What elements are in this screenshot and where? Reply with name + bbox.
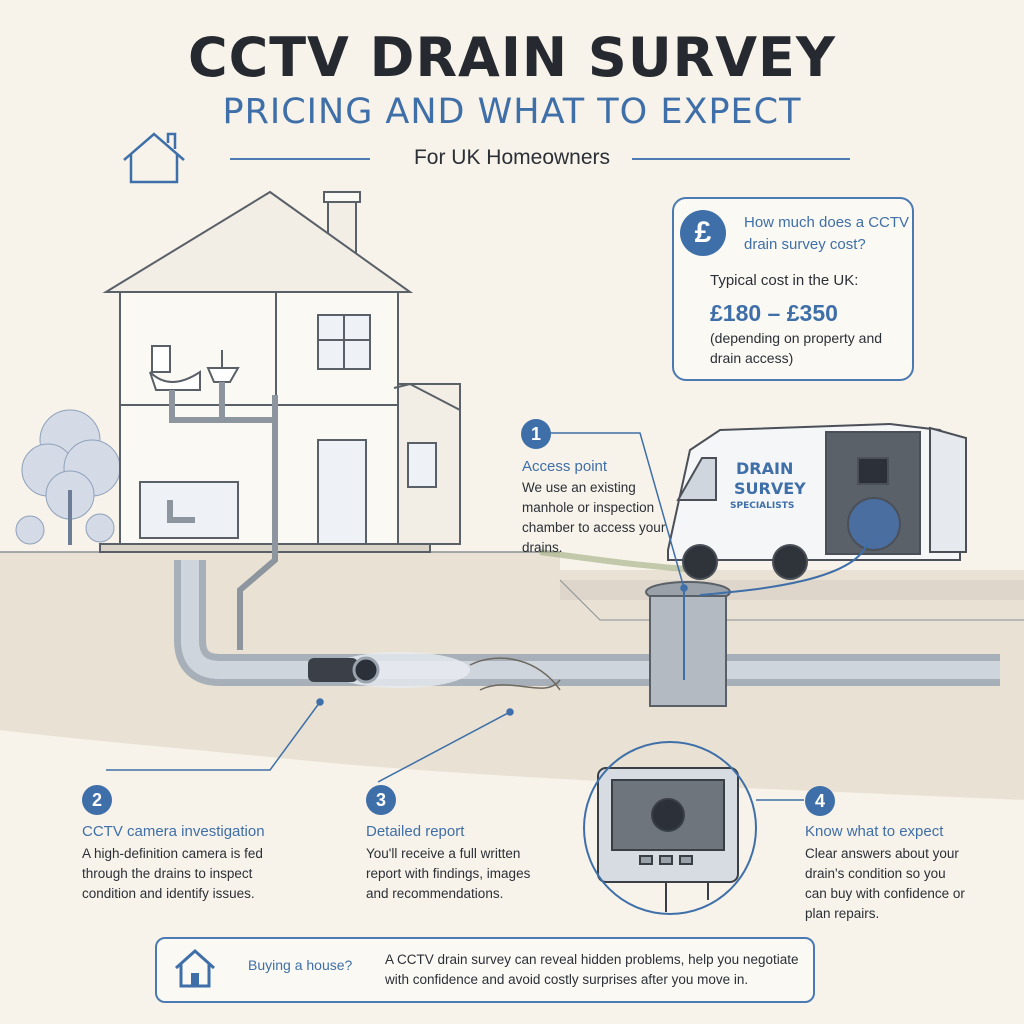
manhole-chamber [645,581,731,707]
buying-house-box [155,937,815,1003]
step-2-title: CCTV camera investigation [82,823,265,840]
price-range: £180 – £350 [710,300,838,326]
camera-cable [699,539,869,596]
step-4-text: Clear answers about your drain's conditi… [805,846,965,921]
typical-cost-label: Typical cost in the UK: [710,272,859,289]
buying-house-text: A CCTV drain survey can reveal hidden pr… [385,952,799,987]
van-text-line2: SURVEY [734,479,806,498]
van-text-line1: DRAIN [736,459,793,478]
survey-van [667,422,967,580]
step-3-badge: 3 [366,785,396,815]
leader-lines [106,432,804,801]
house-outline-icon [123,132,185,184]
divider-right [632,158,850,160]
monitor-callout-circle [583,741,757,915]
step-2-text: A high-definition camera is fed through … [82,846,263,901]
underground-pipe [174,560,1000,691]
buying-house-label: Buying a house? [248,957,353,973]
step-1-badge: 1 [521,419,551,449]
tagline: For UK Homeowners [413,146,611,169]
step-1-title: Access point [522,458,608,475]
step-3-text: You'll receive a full written report wit… [366,846,531,901]
page-subtitle: PRICING AND WHAT TO EXPECT [222,92,802,132]
tree [15,409,121,545]
house-icon [174,948,216,988]
house [99,190,461,553]
price-note: (depending on property and drain access) [710,330,883,366]
cost-question: How much does a CCTV drain survey cost? [744,214,910,253]
divider-left [230,158,370,160]
van-text-line3: SPECIALISTS [730,501,794,511]
house-pipes [167,382,278,650]
step-4-badge: 4 [805,786,835,816]
step-3-title: Detailed report [366,823,465,840]
page-title: CCTV DRAIN SURVEY [187,26,837,89]
step-4-title: Know what to expect [805,823,944,840]
step-1-text: We use an existing manhole or inspection… [522,480,666,555]
step-2-badge: 2 [82,785,112,815]
pound-icon: £ [680,210,726,256]
monitor [597,767,739,912]
